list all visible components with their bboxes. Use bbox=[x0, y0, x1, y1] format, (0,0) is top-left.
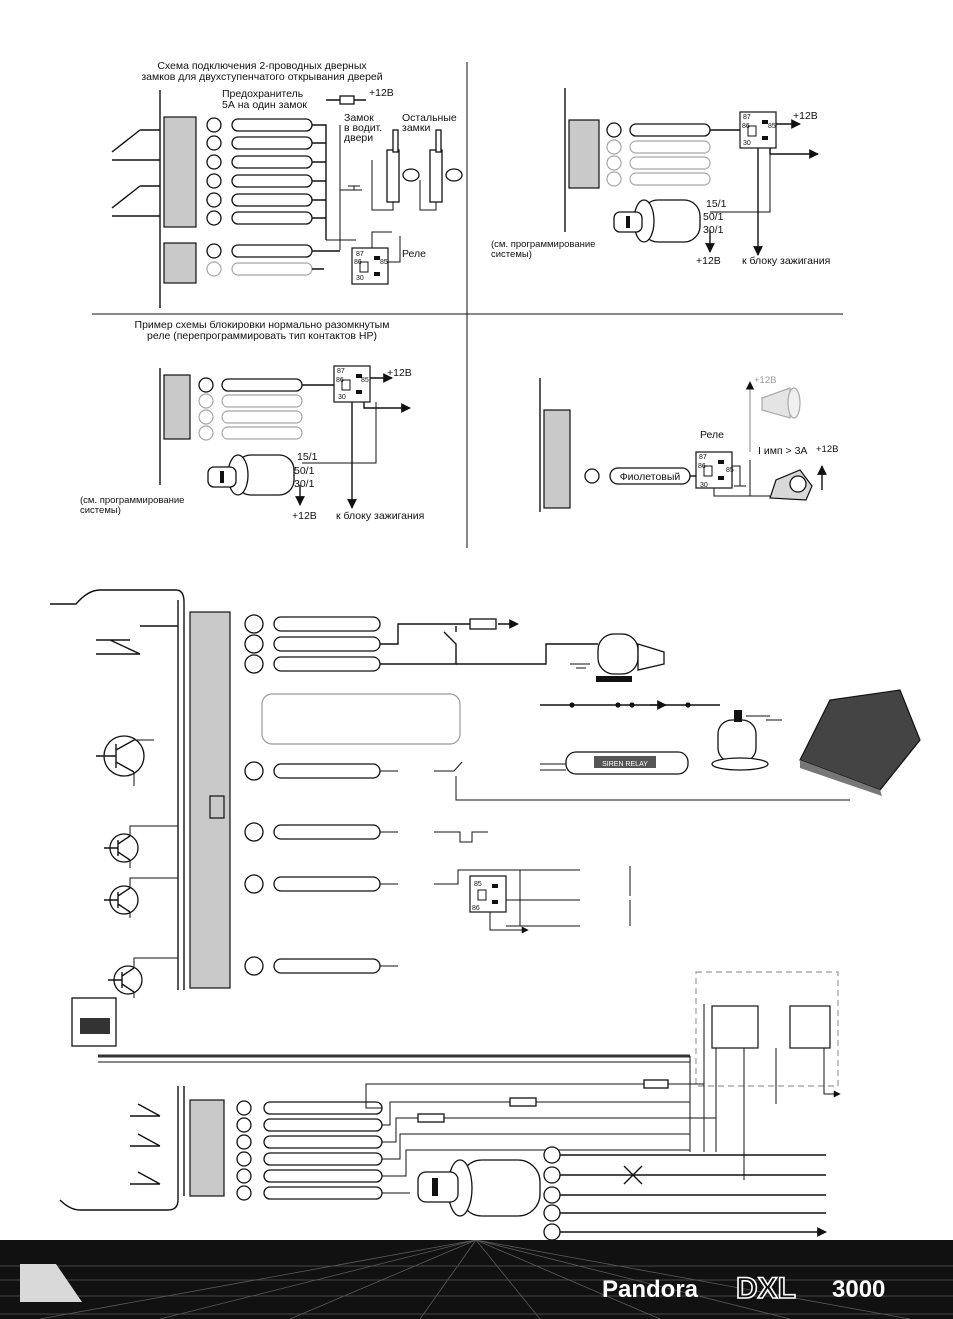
panel1-title-line1: Схема подключения 2-проводных дверных bbox=[157, 60, 367, 72]
fuse-label-line2: 5А на один замок bbox=[222, 99, 307, 111]
panel-immobilizer-nc: 87 86 85 30 +12В 15/1 50/1 30/1 +12В к б… bbox=[491, 88, 830, 267]
svg-text:+12В: +12В bbox=[387, 367, 412, 379]
alarm-control-unit-icon bbox=[799, 689, 921, 796]
transistor-3 bbox=[104, 885, 139, 915]
other-locks-label-2: замки bbox=[402, 122, 430, 134]
fuel-pump-icon bbox=[711, 710, 769, 771]
svg-text:15/1: 15/1 bbox=[297, 451, 318, 463]
panel1-title-line2: замков для двухступенчатого открывания д… bbox=[141, 71, 382, 83]
siren-icon bbox=[769, 469, 813, 501]
wiring-diagram: Схема подключения 2-проводных дверных за… bbox=[50, 60, 921, 1241]
siren-relay-sensor: SIREN RELAY bbox=[565, 751, 689, 775]
svg-text:50/1: 50/1 bbox=[703, 211, 724, 223]
svg-text:15/1: 15/1 bbox=[706, 198, 727, 210]
svg-text:86: 86 bbox=[698, 463, 706, 470]
ignition-switch-2 bbox=[207, 454, 295, 496]
svg-text:(см. программирование: (см. программирование bbox=[80, 495, 184, 506]
svg-text:85: 85 bbox=[380, 259, 388, 266]
transistor-4 bbox=[108, 965, 143, 995]
svg-text:(см. программирование: (см. программирование bbox=[491, 239, 595, 250]
panel-horn-relay: Фиолетовый 87 86 85 30 Реле I имп > 3А +… bbox=[539, 375, 838, 512]
relay-label: Реле bbox=[402, 248, 426, 260]
other-lock-actuator bbox=[429, 129, 463, 203]
svg-text:реле (перепрограммировать тип: реле (перепрограммировать тип контактов … bbox=[147, 330, 377, 342]
transistor-2 bbox=[104, 833, 139, 863]
connector-block bbox=[163, 116, 197, 228]
svg-text:87: 87 bbox=[337, 368, 345, 375]
transistor-1 bbox=[96, 735, 145, 777]
svg-text:+12В: +12В bbox=[754, 375, 776, 386]
svg-text:30: 30 bbox=[743, 140, 751, 147]
svg-text:30/1: 30/1 bbox=[294, 478, 315, 490]
driver-lock-label-3: двери bbox=[344, 132, 373, 144]
p2-to-ignition: к блоку зажигания bbox=[742, 255, 830, 267]
ignition-terminals bbox=[543, 1146, 561, 1241]
footer-band: Pandora DXL 3000 bbox=[0, 1239, 953, 1319]
svg-text:Реле: Реле bbox=[700, 429, 724, 441]
svg-text:85: 85 bbox=[474, 881, 482, 888]
svg-text:86: 86 bbox=[354, 259, 362, 266]
panel-door-locks: Схема подключения 2-проводных дверных за… bbox=[111, 60, 463, 308]
svg-text:30: 30 bbox=[700, 482, 708, 489]
svg-text:85: 85 bbox=[726, 467, 734, 474]
svg-text:30/1: 30/1 bbox=[703, 224, 724, 236]
driver-lock-actuator bbox=[386, 129, 420, 203]
note-box bbox=[261, 693, 461, 745]
cut-mark bbox=[623, 1165, 643, 1185]
svg-text:30: 30 bbox=[338, 394, 346, 401]
svg-text:+12В: +12В bbox=[292, 510, 317, 522]
svg-text:85: 85 bbox=[361, 377, 369, 384]
starter-motor-icon bbox=[596, 633, 665, 682]
footer-grid bbox=[0, 1239, 953, 1319]
violet-wire-label: Фиолетовый bbox=[620, 471, 681, 483]
fuse-label-line1: Предохранитель bbox=[222, 88, 304, 100]
p2-plus12-top: +12В bbox=[793, 110, 818, 122]
other-locks-label-1: Остальные bbox=[402, 112, 457, 124]
p2-plus12-bottom: +12В bbox=[696, 255, 721, 267]
svg-text:86: 86 bbox=[742, 123, 750, 130]
svg-text:SIREN RELAY: SIREN RELAY bbox=[602, 761, 648, 768]
main-schematic: SIREN RELAY 85 86 bbox=[50, 589, 921, 1241]
ignition-switch bbox=[613, 199, 701, 243]
connector-block-2 bbox=[163, 242, 197, 284]
footer-background bbox=[0, 1240, 953, 1319]
svg-text:I имп > 3А: I имп > 3А bbox=[758, 445, 807, 457]
svg-text:87: 87 bbox=[699, 454, 707, 461]
page-tab bbox=[20, 1264, 82, 1302]
svg-text:системы): системы) bbox=[80, 505, 121, 516]
plus12-label: +12В bbox=[369, 87, 394, 99]
horn-icon bbox=[761, 387, 801, 419]
svg-text:30: 30 bbox=[356, 275, 364, 282]
ignition-switch-main bbox=[417, 1159, 541, 1217]
svg-text:50/1: 50/1 bbox=[294, 465, 315, 477]
svg-text:87: 87 bbox=[356, 251, 364, 258]
panel-immobilizer-no: Пример схемы блокировки нормально разомк… bbox=[80, 319, 424, 522]
driver-lock-label-2: в водит. bbox=[344, 122, 382, 134]
brand-name: Pandora bbox=[602, 1276, 699, 1303]
svg-text:к блоку зажигания: к блоку зажигания bbox=[336, 510, 424, 522]
model-letters: DXL bbox=[736, 1272, 796, 1305]
svg-text:Пример схемы блокировки нормал: Пример схемы блокировки нормально разомк… bbox=[135, 319, 390, 331]
main-wires-a bbox=[244, 614, 381, 976]
svg-text:+12В: +12В bbox=[816, 444, 838, 455]
svg-text:системы): системы) bbox=[491, 249, 532, 260]
svg-text:87: 87 bbox=[743, 114, 751, 121]
svg-text:86: 86 bbox=[472, 905, 480, 912]
model-number: 3000 bbox=[832, 1276, 885, 1303]
main-connector-b bbox=[189, 1099, 225, 1197]
svg-text:86: 86 bbox=[336, 377, 344, 384]
svg-text:85: 85 bbox=[768, 123, 776, 130]
relay-module bbox=[695, 971, 839, 1087]
main-wires-b bbox=[236, 1100, 383, 1201]
driver-lock-label-1: Замок bbox=[344, 112, 374, 124]
